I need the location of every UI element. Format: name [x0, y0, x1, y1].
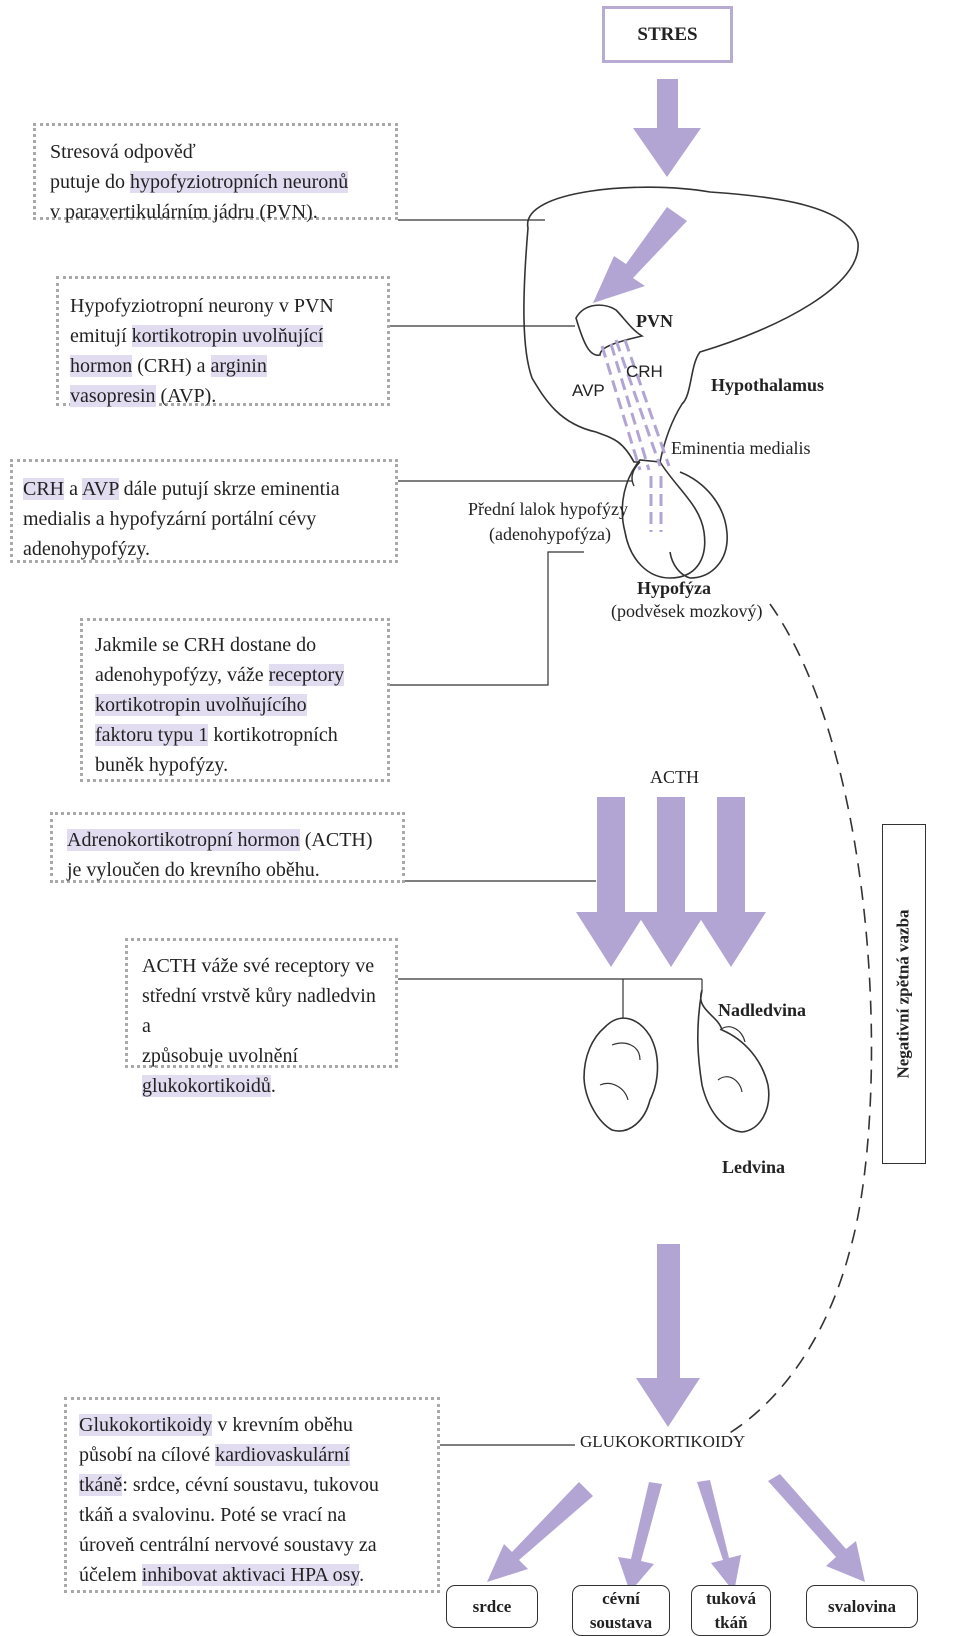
- note4-line3: kortikotropin uvolňujícího: [95, 694, 307, 716]
- note4-line4: faktoru typu 1 kortikotropních: [95, 724, 338, 746]
- arrow-to-srdce: [487, 1482, 593, 1582]
- note1-line3: v paravertikulárním jádru (PVN).: [50, 201, 318, 223]
- stres-label: STRES: [637, 23, 698, 45]
- pituitary-gland: [621, 459, 706, 579]
- arrow-to-glukokortikoidy: [636, 1244, 700, 1427]
- label-podvesek-mozkovy: (podvěsek mozkový): [611, 601, 763, 621]
- note-glucocorticoids: Glukokortikoidy v krevním oběhu působí n…: [64, 1397, 440, 1593]
- note2-line1: Hypofyziotropní neurony v PVN: [70, 295, 334, 317]
- arrow-into-pvn: [593, 207, 687, 303]
- arrow-to-cevni: [618, 1482, 662, 1592]
- target-svalovina: svalovina: [806, 1585, 918, 1628]
- note5-line2: je vyloučen do krevního oběhu.: [67, 859, 320, 881]
- kidney-left-adrenal: [599, 1042, 641, 1101]
- note7-line4: tkáň a svalovinu. Poté se vrací na: [79, 1504, 347, 1526]
- kidney-left: [583, 1017, 659, 1132]
- label-glukokortikoidy: GLUKOKORTIKOIDY: [580, 1432, 746, 1451]
- note7-line1: Glukokortikoidy v krevním oběhu: [79, 1414, 353, 1436]
- note4-line2: adenohypofýzy, váže receptory: [95, 664, 345, 686]
- target-tukova-line1: tuková: [705, 1588, 757, 1608]
- note4-line5: buněk hypofýzy.: [95, 754, 229, 776]
- arrow-to-tukova: [697, 1480, 741, 1592]
- note1-line1: Stresová odpověď: [50, 141, 196, 163]
- target-tukova-line2: tkáň: [714, 1612, 748, 1632]
- note-crh-avp-travel: CRH a AVP dále putují skrze eminentia me…: [10, 459, 398, 563]
- feedback-dashed-curve: [727, 603, 873, 1435]
- note-pvn-emission: Hypofyziotropní neurony v PVN emitují ko…: [56, 276, 390, 407]
- hypothalamus-outline: [523, 186, 859, 463]
- label-hypofyza: Hypofýza: [637, 578, 711, 598]
- label-hypothalamus: Hypothalamus: [711, 375, 825, 395]
- label-nadledvina: Nadledvina: [718, 1000, 807, 1020]
- note4-line1: Jakmile se CRH dostane do: [95, 634, 317, 656]
- pathway-crh-1: [614, 339, 662, 467]
- note6-line3: způsobuje uvolnění: [142, 1045, 299, 1067]
- note1-line2: putuje do hypofyziotropních neuronů: [50, 171, 349, 193]
- label-negative-feedback: Negativní zpětná vazba: [894, 909, 914, 1079]
- label-acth: ACTH: [650, 767, 699, 787]
- pituitary-posterior-lobe: [669, 471, 728, 579]
- arrow-to-svalovina: [768, 1474, 865, 1582]
- note3-line1: CRH a AVP dále putují skrze eminentia: [23, 478, 340, 500]
- note7-line3: tkáně: srdce, cévní soustavu, tukovou: [79, 1474, 379, 1496]
- target-cevni-line2: soustava: [589, 1612, 653, 1632]
- note7-line5: úroveň centrální nervové soustavy za: [79, 1534, 377, 1556]
- stres-box: STRES: [602, 6, 733, 63]
- note-stress-response: Stresová odpověď putuje do hypofyziotrop…: [33, 123, 398, 223]
- pathway-avp-2: [609, 343, 651, 471]
- note5-line1: Adrenokortikotropní hormon (ACTH): [67, 829, 373, 851]
- target-tukova-tkan: tuková tkáň: [691, 1585, 771, 1636]
- note3-line3: adenohypofýzy.: [23, 538, 150, 560]
- label-adenohypofyza: (adenohypofýza): [489, 524, 611, 544]
- note7-line6: účelem inhibovat aktivaci HPA osy.: [79, 1564, 365, 1586]
- note2-line4: vasopresin (AVP).: [70, 385, 217, 407]
- arrow-acth-3: [696, 797, 766, 967]
- note-acth-receptors: ACTH váže své receptory ve střední vrstv…: [125, 938, 398, 1097]
- label-ledvina: Ledvina: [722, 1157, 786, 1177]
- kidney-right-adrenal: [717, 1026, 746, 1093]
- note7-line2: působí na cílové kardiovaskulární: [79, 1444, 350, 1466]
- target-cevni-line1: cévní: [602, 1588, 640, 1608]
- note-crh-binding: Jakmile se CRH dostane do adenohypofýzy,…: [80, 618, 390, 782]
- note3-line2: medialis a hypofyzární portální cévy: [23, 508, 317, 530]
- negative-feedback-box: Negativní zpětná vazba: [882, 824, 926, 1164]
- note6-line2: střední vrstvě kůry nadledvin a: [142, 985, 376, 1037]
- pvn-nucleus: [575, 304, 645, 356]
- note2-line3: hormon (CRH) a arginin: [70, 355, 267, 377]
- target-srdce-label: srdce: [472, 1596, 512, 1616]
- label-avp: AVP: [572, 381, 605, 400]
- label-eminentia-medialis: Eminentia medialis: [671, 438, 811, 458]
- connector-note-4: [390, 551, 584, 686]
- arrow-acth-2: [636, 797, 706, 967]
- pituitary-stalk: [631, 461, 641, 487]
- arrow-acth-1: [576, 797, 646, 967]
- arrow-stres-down: [633, 79, 701, 177]
- target-svalovina-label: svalovina: [827, 1596, 897, 1616]
- kidney-right: [697, 989, 770, 1133]
- target-srdce: srdce: [446, 1585, 538, 1628]
- target-cevni-soustava: cévní soustava: [572, 1585, 670, 1636]
- note6-line1: ACTH váže své receptory ve: [142, 955, 375, 977]
- label-pvn: PVN: [636, 311, 673, 331]
- note6-line4: glukokortikoidů.: [142, 1075, 276, 1097]
- pathway-avp-1: [600, 345, 642, 471]
- label-crh: CRH: [626, 362, 663, 381]
- pathway-crh-2: [623, 339, 671, 467]
- note-acth-release: Adrenokortikotropní hormon (ACTH) je vyl…: [50, 812, 405, 883]
- note2-line2: emitují kortikotropin uvolňující: [70, 325, 324, 347]
- label-anterior-lobe: Přední lalok hypofýzy: [468, 499, 628, 519]
